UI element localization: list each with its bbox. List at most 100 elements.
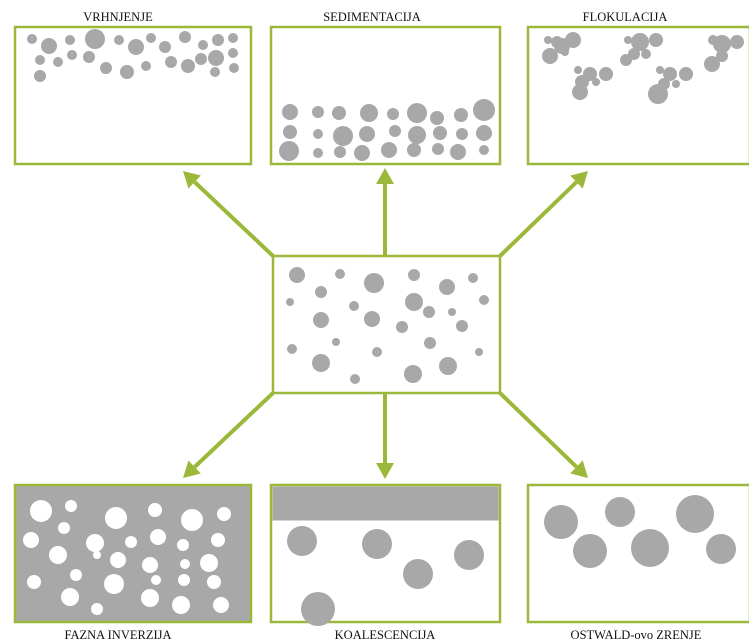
droplet bbox=[49, 546, 67, 564]
droplet bbox=[439, 279, 455, 295]
droplet bbox=[101, 66, 109, 74]
ostwald-droplets bbox=[544, 495, 736, 568]
sedimentation-droplets bbox=[279, 99, 495, 161]
droplet bbox=[172, 596, 190, 614]
droplet bbox=[479, 295, 489, 305]
panel-creaming bbox=[13, 25, 253, 166]
droplet bbox=[473, 99, 495, 121]
droplet bbox=[424, 337, 436, 349]
droplet bbox=[350, 374, 360, 384]
droplet bbox=[456, 128, 468, 140]
droplet bbox=[141, 589, 159, 607]
droplet bbox=[408, 126, 426, 144]
droplet bbox=[713, 35, 731, 53]
droplet bbox=[27, 575, 41, 589]
droplet bbox=[432, 143, 444, 155]
droplet bbox=[624, 36, 632, 44]
droplet bbox=[430, 111, 444, 125]
phase-inversion-droplets bbox=[23, 500, 231, 615]
arrow-head bbox=[183, 171, 201, 189]
droplet bbox=[389, 125, 401, 137]
droplet bbox=[150, 529, 166, 545]
droplet bbox=[105, 507, 127, 529]
droplet bbox=[706, 534, 736, 564]
droplet bbox=[408, 269, 420, 281]
droplet bbox=[544, 36, 552, 44]
droplet bbox=[125, 536, 137, 548]
droplet bbox=[70, 569, 82, 581]
droplet bbox=[649, 33, 663, 47]
droplet bbox=[730, 35, 744, 49]
panel-frame bbox=[269, 25, 502, 166]
droplet bbox=[34, 70, 46, 82]
droplet bbox=[23, 532, 39, 548]
droplet bbox=[289, 267, 305, 283]
droplet bbox=[178, 574, 190, 586]
arrow-head bbox=[376, 463, 394, 479]
droplet bbox=[620, 54, 632, 66]
droplet bbox=[114, 35, 124, 45]
droplet bbox=[141, 61, 151, 71]
droplet bbox=[479, 145, 489, 155]
droplet bbox=[104, 574, 124, 594]
droplet bbox=[387, 108, 399, 120]
droplet bbox=[91, 603, 103, 615]
droplet bbox=[592, 78, 600, 86]
creaming-droplets bbox=[27, 29, 239, 82]
droplet bbox=[332, 106, 346, 120]
droplet bbox=[439, 357, 457, 375]
label-bottom-left: FAZNA INVERZIJA bbox=[64, 628, 171, 642]
droplet bbox=[313, 148, 323, 158]
droplet bbox=[198, 40, 208, 50]
droplet bbox=[335, 269, 345, 279]
droplet bbox=[65, 500, 77, 512]
droplet bbox=[83, 51, 95, 63]
droplet bbox=[349, 301, 359, 311]
droplet bbox=[396, 321, 408, 333]
arrows-group bbox=[183, 168, 588, 479]
droplet bbox=[228, 48, 238, 58]
droplet bbox=[286, 298, 294, 306]
droplet bbox=[27, 34, 37, 44]
droplet bbox=[110, 552, 126, 568]
droplet bbox=[599, 67, 613, 81]
droplet bbox=[364, 273, 384, 293]
arrow-shaft bbox=[498, 391, 578, 469]
droplet bbox=[35, 55, 45, 65]
droplet bbox=[177, 539, 189, 551]
droplet bbox=[407, 103, 427, 123]
droplet bbox=[332, 338, 340, 346]
droplet bbox=[210, 67, 220, 77]
droplet bbox=[544, 505, 578, 539]
panel-coalescence bbox=[269, 483, 502, 626]
droplet bbox=[211, 533, 225, 547]
label-top-right: FLOKULACIJA bbox=[583, 10, 668, 24]
droplet bbox=[146, 33, 156, 43]
droplet bbox=[404, 365, 422, 383]
coalescence-droplets bbox=[287, 526, 484, 626]
droplet bbox=[287, 526, 317, 556]
droplet bbox=[354, 145, 370, 161]
droplet bbox=[287, 344, 297, 354]
droplet bbox=[542, 48, 558, 64]
droplet bbox=[359, 126, 375, 142]
panel-sedimentation bbox=[269, 25, 502, 166]
droplet bbox=[676, 495, 714, 533]
droplet bbox=[454, 108, 468, 122]
droplet bbox=[208, 50, 224, 66]
droplet bbox=[423, 306, 435, 318]
droplet bbox=[30, 500, 52, 522]
droplet bbox=[148, 503, 162, 517]
arrow-head bbox=[376, 168, 394, 184]
droplet bbox=[195, 53, 207, 65]
droplet bbox=[217, 507, 231, 521]
droplet bbox=[561, 48, 569, 56]
droplet bbox=[448, 308, 456, 316]
droplet bbox=[454, 540, 484, 570]
droplet bbox=[282, 104, 298, 120]
droplet bbox=[128, 39, 144, 55]
droplet bbox=[360, 104, 378, 122]
panel-ostwald-ripening bbox=[526, 483, 749, 624]
droplet bbox=[476, 125, 492, 141]
droplet bbox=[362, 529, 392, 559]
